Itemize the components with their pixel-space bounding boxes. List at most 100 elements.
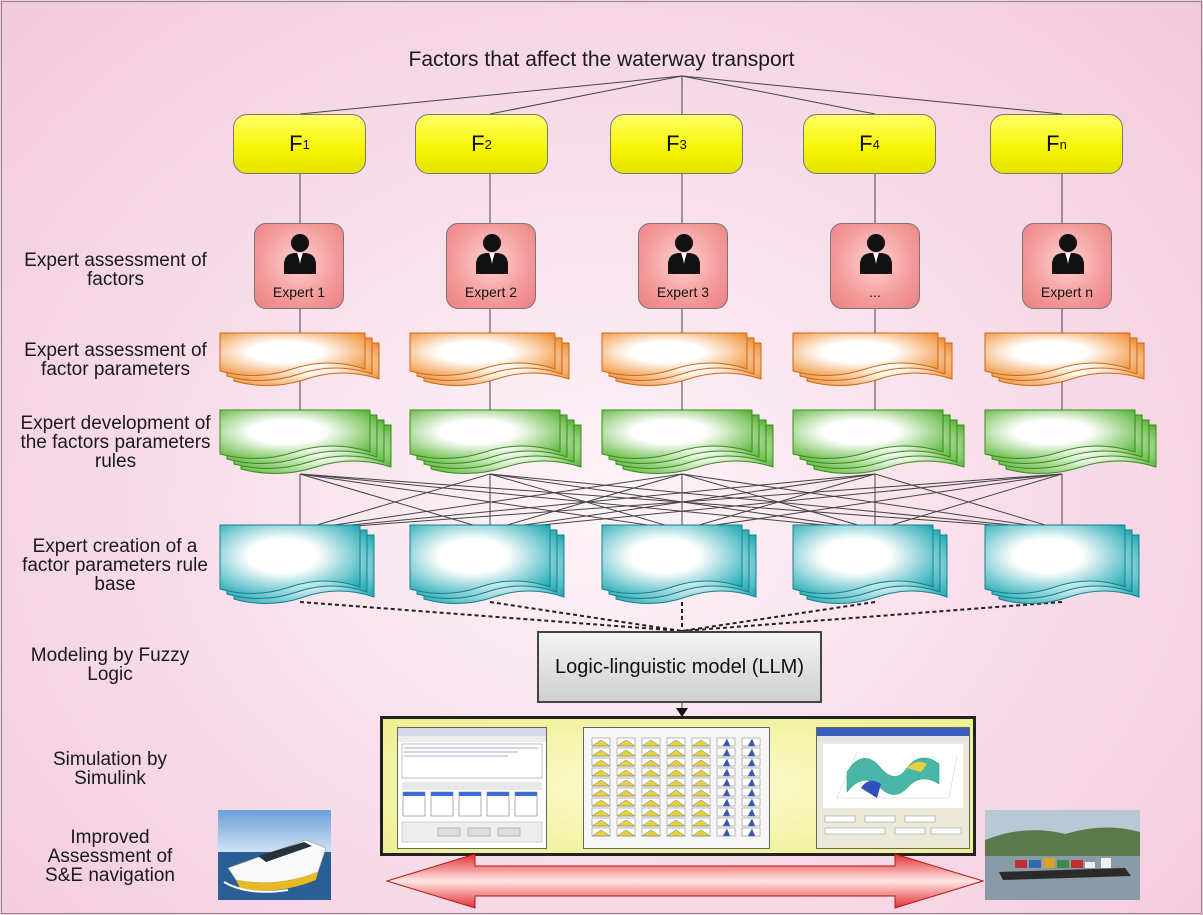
rule-viewer-mf <box>666 749 686 757</box>
rule-viewer-mf <box>591 829 611 837</box>
fan-connector-4 <box>681 75 876 115</box>
rule-viewer-mf <box>641 789 661 797</box>
rule-viewer-mf <box>666 759 686 767</box>
rule-viewer-mf <box>591 739 611 747</box>
rule-mesh-connector <box>874 473 1063 531</box>
label-simulation: Simulation by Simulink <box>52 749 168 789</box>
rule-mesh-connector <box>299 473 491 531</box>
rule-mesh-connector <box>299 473 1063 531</box>
parameter-doc-stack-4-sheet <box>792 332 939 377</box>
rule-viewer-mf <box>691 759 711 767</box>
rule-viewer-mf <box>747 768 756 777</box>
label-expert-assessment: Expert assessment of factors <box>24 250 207 290</box>
label-improved-assessment: Improved Assessment of S&E navigation <box>45 827 175 886</box>
rule-mesh-connector <box>299 473 876 531</box>
rule-viewer-mf <box>747 738 756 747</box>
fan-connector-2 <box>489 75 683 115</box>
dashed-connector-2 <box>489 601 683 632</box>
expert-name: Expert 3 <box>656 284 710 300</box>
expert-box-2: Expert 2 <box>446 223 536 309</box>
rule-viewer-mf <box>722 748 731 757</box>
rule-base-doc-stack-5-sheet <box>984 524 1126 595</box>
rule-doc-stack-3-sheet <box>601 409 753 460</box>
expert-name: Expert 1 <box>272 284 326 300</box>
rule-viewer-mf <box>616 809 636 817</box>
surface-viewer-screenshot <box>816 727 970 849</box>
rule-doc-stack-5-sheet <box>984 409 1136 460</box>
parameter-doc-stack-2-sheet <box>409 332 556 377</box>
fan-connector-5 <box>681 75 1063 115</box>
rule-viewer-mf <box>616 799 636 807</box>
rule-doc-stack-2-sheet <box>409 409 561 460</box>
rule-doc-stack-4-sheet <box>792 409 944 460</box>
rule-viewer-mf <box>747 828 756 837</box>
rule-viewer-mf <box>691 819 711 827</box>
rule-viewer-mf <box>691 779 711 787</box>
rule-viewer-mf <box>722 778 731 787</box>
dashed-connector-1 <box>299 601 683 632</box>
rule-viewer-mf <box>616 739 636 747</box>
rule-doc-stack-1-sheet <box>219 409 371 460</box>
rule-viewer-mf <box>747 788 756 797</box>
rule-mesh-connector <box>681 473 1063 531</box>
fis-editor-screenshot <box>397 727 547 849</box>
rule-base-doc-stack-4-sheet <box>792 524 934 595</box>
llm-box: Logic-linguistic model (LLM) <box>537 631 822 703</box>
rule-viewer-mf <box>722 738 731 747</box>
rule-viewer-mf <box>591 799 611 807</box>
rule-base-doc-stack-2-sheet <box>409 524 551 595</box>
rule-base-doc-stack-1-sheet <box>219 524 361 595</box>
rule-mesh-connector <box>489 473 1063 531</box>
rule-viewer-mf <box>641 829 661 837</box>
rule-viewer-mf <box>691 769 711 777</box>
rule-viewer-mf <box>722 768 731 777</box>
expert-name: Expert 2 <box>464 284 518 300</box>
llm-arrow-head <box>676 708 688 717</box>
rule-viewer-mf <box>641 749 661 757</box>
rule-viewer-mf <box>691 739 711 747</box>
rule-viewer-mf <box>722 798 731 807</box>
label-factor-parameters: Expert assessment of factor parameters <box>24 340 207 380</box>
rule-viewer-mf <box>616 759 636 767</box>
rule-viewer-mf <box>591 789 611 797</box>
rule-viewer-mf <box>666 799 686 807</box>
label-modeling: Modeling by Fuzzy Logic <box>30 645 190 685</box>
rule-viewer-mf <box>722 828 731 837</box>
dashed-connector-5 <box>681 601 1063 632</box>
rule-viewer-mf <box>666 779 686 787</box>
fan-connector-1 <box>299 75 683 115</box>
rule-viewer-mf <box>691 789 711 797</box>
rule-viewer-mf <box>616 749 636 757</box>
rule-viewer-mf <box>641 809 661 817</box>
rule-viewer-mf <box>691 829 711 837</box>
rule-viewer-mf <box>747 758 756 767</box>
rule-viewer-mf <box>641 739 661 747</box>
parameter-doc-stack-1-sheet <box>219 332 366 377</box>
rule-viewer-mf <box>691 799 711 807</box>
rule-viewer-mf <box>722 758 731 767</box>
parameter-doc-stack-5-sheet <box>984 332 1131 377</box>
rule-viewer-mf <box>747 748 756 757</box>
rule-viewer-mf <box>722 788 731 797</box>
rule-viewer-mf <box>616 789 636 797</box>
rule-viewer-mf <box>747 808 756 817</box>
rule-viewer-mf <box>666 789 686 797</box>
rule-viewer-mf <box>591 759 611 767</box>
expert-box-4: ... <box>830 223 920 309</box>
label-parameters-rules: Expert development of the factors parame… <box>20 413 211 472</box>
rule-viewer-mf <box>666 829 686 837</box>
rule-viewer-mf <box>747 778 756 787</box>
dashed-connector-4 <box>681 601 876 632</box>
rule-viewer-mf <box>591 749 611 757</box>
rule-viewer-mf <box>591 769 611 777</box>
expert-name: Expert n <box>1040 284 1094 300</box>
rule-viewer-mf <box>641 759 661 767</box>
rule-viewer-mf <box>691 749 711 757</box>
rule-viewer-mf <box>616 779 636 787</box>
